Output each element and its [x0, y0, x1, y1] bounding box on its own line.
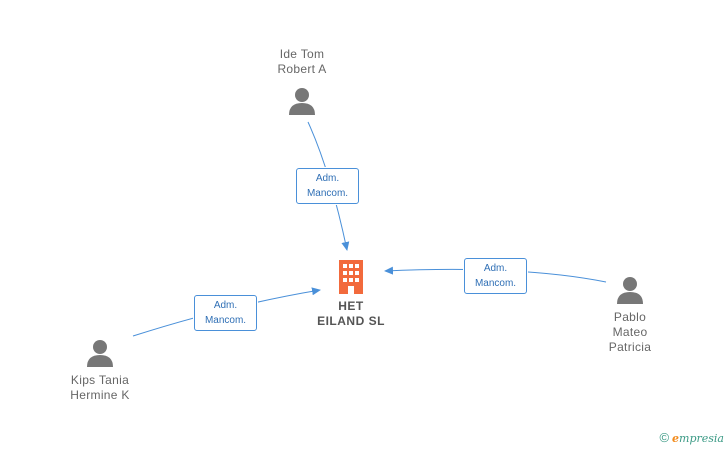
relation-label-ide[interactable]: Adm. Mancom.: [296, 168, 359, 204]
person-name-line2: Robert A: [277, 62, 327, 76]
relation-label-pablo[interactable]: Adm. Mancom.: [464, 258, 527, 294]
relation-type: Mancom.: [474, 278, 517, 289]
person-node-pablo[interactable]: Pablo Mateo Patricia: [590, 275, 670, 355]
relation-role: Adm.: [213, 300, 238, 311]
empresia-watermark: ©empresia: [659, 430, 724, 445]
person-name-line1: Ide Tom: [279, 47, 325, 61]
relation-role: Adm.: [315, 173, 340, 184]
person-name-line2: Hermine K: [70, 388, 130, 402]
brand-logo-initial: e: [672, 432, 680, 445]
relation-type: Mancom.: [306, 188, 349, 199]
person-name-line1: Pablo: [613, 310, 647, 324]
brand-logo: empresia: [672, 432, 724, 445]
company-name-line2: EILAND SL: [317, 314, 385, 328]
person-name-line2: Mateo: [612, 325, 648, 339]
person-name-line3: Patricia: [608, 340, 652, 354]
relation-label-kips[interactable]: Adm. Mancom.: [194, 295, 257, 331]
building-icon: [339, 260, 363, 294]
person-icon: [617, 277, 643, 304]
relation-role: Adm.: [483, 263, 508, 274]
copyright-symbol: ©: [659, 430, 670, 445]
person-icon: [289, 88, 315, 115]
person-node-ide[interactable]: Ide Tom Robert A: [252, 47, 352, 116]
person-icon: [87, 340, 113, 367]
person-name-line1: Kips Tania: [70, 373, 130, 387]
brand-logo-rest: mpresia: [679, 432, 724, 445]
company-name-line1: HET: [338, 299, 364, 313]
company-node[interactable]: HET EILAND SL: [306, 259, 396, 329]
relation-type: Mancom.: [204, 315, 247, 326]
person-node-kips[interactable]: Kips Tania Hermine K: [50, 338, 150, 403]
